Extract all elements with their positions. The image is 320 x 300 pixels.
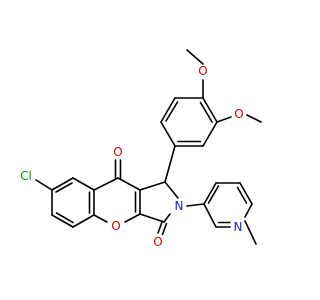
bond [72,214,95,228]
bond [186,203,205,207]
lactam-oxygen-label: O [153,235,162,249]
methoxy-oxygen-right-label: O [234,107,243,121]
methoxy-oxygen-top-label: O [198,64,207,78]
bond [124,213,141,223]
structure-drawing: Cl O O N O N O O [20,49,262,249]
bond-layer [35,49,262,245]
chlorine-label: Cl [20,169,32,183]
bond [161,222,168,236]
bond [51,214,74,228]
bond [157,221,163,234]
bond [203,182,217,205]
bond [55,182,73,193]
bond [51,177,74,191]
bond [93,214,108,223]
bond [203,203,217,228]
ring-oxygen-label: O [111,219,120,233]
bond [199,101,213,123]
atom-label-layer: Cl O O N O N O O [20,64,244,249]
bond [239,182,253,205]
bond [163,213,171,223]
ketone-oxygen-label: O [113,145,122,159]
bond [186,49,204,65]
bond [160,97,176,123]
bond [244,203,253,218]
bond [246,114,262,123]
bond [202,97,218,123]
bond [55,212,74,224]
molecule-diagram: Cl O O N O N O O [20,49,262,249]
bond [202,121,218,147]
bond [93,177,119,191]
bond [160,121,176,147]
bond [164,181,179,199]
bond [165,101,179,122]
bond [207,185,220,204]
bond [164,145,176,183]
bond [216,116,232,123]
bond [117,177,141,191]
bond [244,220,257,245]
bond [139,181,166,191]
bond [72,177,95,191]
bond [139,213,165,223]
lactam-nitrogen-label: N [175,199,184,213]
bond [236,186,248,204]
bond [35,179,53,191]
pyridine-nitrogen-label: N [234,220,243,234]
